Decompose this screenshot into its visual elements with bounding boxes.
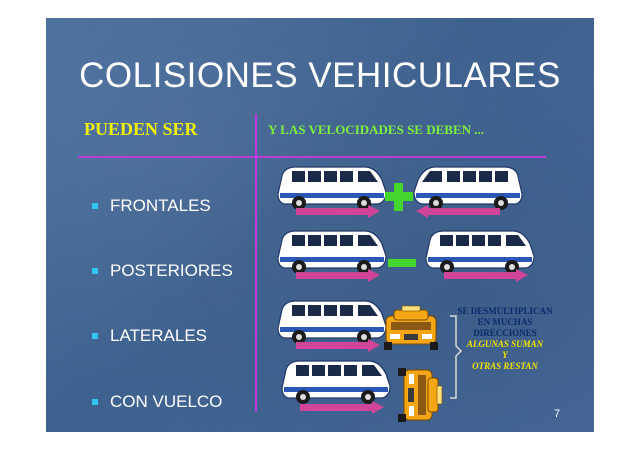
collision-illustration (277, 166, 535, 423)
plus-icon (385, 183, 413, 211)
van-icon (277, 300, 387, 345)
note-line: SE DESMULTIPLICAN (457, 306, 553, 316)
slide-title: COLISIONES VEHICULARES (79, 56, 561, 95)
bullet-label: FRONTALES (110, 196, 211, 215)
van-icon (425, 230, 535, 275)
arrow-head-icon (372, 401, 384, 414)
van-icon (281, 360, 391, 405)
note-line: ALGUNAS SUMAN (466, 339, 544, 349)
arrow-right-icon (296, 342, 368, 349)
note-line: OTRAS RESTAN (472, 361, 538, 371)
arrow-head-icon (368, 205, 380, 218)
bullet-label: CON VUELCO (110, 392, 223, 411)
bullet-icon (92, 268, 98, 274)
bullet-frontales: FRONTALES (92, 196, 211, 216)
note-line: DIRECCIONES (473, 328, 537, 338)
note-line: Y (502, 350, 508, 360)
van-icon (277, 166, 387, 211)
arrow-right-icon (444, 272, 516, 279)
minus-icon (388, 259, 416, 267)
arrow-head-icon (416, 205, 428, 218)
horizontal-divider (78, 156, 546, 158)
overturned-taxi-icon (397, 367, 443, 423)
right-heading: Y LAS VELOCIDADES SE DEBEN ... (268, 122, 485, 137)
arrow-head-icon (516, 269, 528, 282)
bullet-posteriores: POSTERIORES (92, 261, 233, 281)
arrow-right-icon (296, 272, 368, 279)
note-text: SE DESMULTIPLICAN EN MUCHAS DIRECCIONES … (444, 306, 566, 372)
bullet-laterales: LATERALES (92, 326, 207, 346)
van-icon (277, 230, 387, 275)
bullet-icon (92, 203, 98, 209)
van-icon (413, 166, 523, 211)
bullet-icon (92, 399, 98, 405)
arrow-head-icon (368, 269, 380, 282)
bullet-icon (92, 333, 98, 339)
left-heading: PUEDEN SER (84, 119, 198, 139)
bullet-label: POSTERIORES (110, 261, 233, 280)
arrow-right-icon (296, 208, 368, 215)
arrow-left-icon (428, 208, 500, 215)
arrow-head-icon (368, 339, 380, 352)
bullet-label: LATERALES (110, 326, 208, 345)
note-line: EN MUCHAS (477, 317, 533, 327)
slide: COLISIONES VEHICULARES PUEDEN SER Y LAS … (46, 18, 594, 432)
page-number: 7 (554, 408, 561, 420)
taxi-icon (383, 305, 439, 351)
bullet-con-vuelco: CON VUELCO (92, 392, 222, 412)
vertical-divider (255, 114, 257, 412)
arrow-right-icon (300, 404, 372, 411)
bracket-icon (450, 315, 463, 399)
